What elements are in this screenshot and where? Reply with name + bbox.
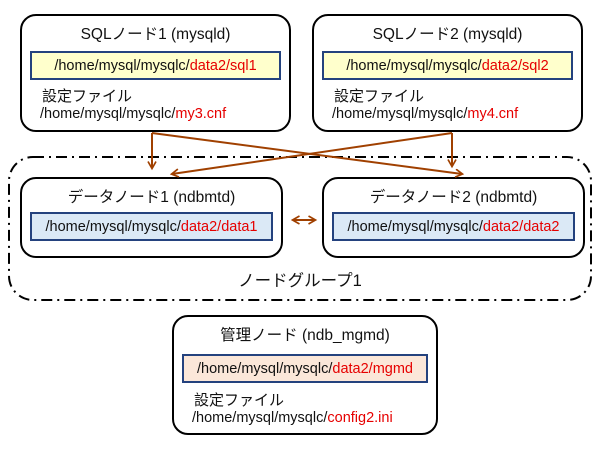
config-highlight: config2.ini — [327, 410, 393, 426]
arrow-sql1-to-data2 — [151, 132, 462, 174]
sql-node-1-title: SQLノード1 (mysqld) — [80, 26, 231, 43]
arrow-sql2-to-data1 — [172, 132, 453, 174]
path-prefix: /home/mysql/mysqlc/ — [347, 218, 483, 235]
sql-node-2-datadir: /home/mysql/mysqlc/data2/sql2 — [322, 51, 573, 80]
path-highlight: data2/sql1 — [189, 57, 257, 74]
config-highlight: my4.cnf — [467, 106, 519, 122]
config-prefix: /home/mysql/mysqlc/ — [40, 106, 176, 122]
data-node-1-datadir: /home/mysql/mysqlc/data2/data1 — [30, 212, 273, 241]
management-node-config-label: 設定ファイル — [194, 392, 285, 409]
config-prefix: /home/mysql/mysqlc/ — [192, 410, 328, 426]
data-node-2: データノード2 (ndbmtd) /home/mysql/mysqlc/data… — [322, 177, 585, 258]
sql-node-1: SQLノード1 (mysqld) /home/mysql/mysqlc/data… — [20, 14, 291, 132]
path-prefix: /home/mysql/mysqlc/ — [54, 57, 190, 74]
management-node-config-path: /home/mysql/mysqlc/config2.ini — [192, 410, 393, 426]
path-highlight: data2/mgmd — [332, 360, 413, 377]
data-node-1-title: データノード1 (ndbmtd) — [67, 189, 236, 206]
config-highlight: my3.cnf — [175, 106, 227, 122]
data-node-2-datadir: /home/mysql/mysqlc/data2/data2 — [332, 212, 575, 241]
path-prefix: /home/mysql/mysqlc/ — [197, 360, 333, 377]
sql-node-2-config-path: /home/mysql/mysqlc/my4.cnf — [332, 106, 518, 122]
path-highlight: data2/data2 — [482, 218, 560, 235]
management-node-title: 管理ノード (ndb_mgmd) — [220, 327, 390, 344]
sql-node-2: SQLノード2 (mysqld) /home/mysql/mysqlc/data… — [312, 14, 583, 132]
sql-node-1-datadir: /home/mysql/mysqlc/data2/sql1 — [30, 51, 281, 80]
node-group-label: ノードグループ1 — [238, 272, 362, 290]
path-prefix: /home/mysql/mysqlc/ — [346, 57, 482, 74]
path-prefix: /home/mysql/mysqlc/ — [45, 218, 181, 235]
path-highlight: data2/sql2 — [481, 57, 549, 74]
sql-node-1-config-label: 設定ファイル — [42, 88, 133, 105]
data-node-1: データノード1 (ndbmtd) /home/mysql/mysqlc/data… — [20, 177, 283, 258]
sql-node-2-config-label: 設定ファイル — [334, 88, 425, 105]
data-node-2-title: データノード2 (ndbmtd) — [369, 189, 538, 206]
path-highlight: data2/data1 — [180, 218, 258, 235]
sql-node-2-title: SQLノード2 (mysqld) — [372, 26, 523, 43]
config-prefix: /home/mysql/mysqlc/ — [332, 106, 468, 122]
management-node: 管理ノード (ndb_mgmd) /home/mysql/mysqlc/data… — [172, 315, 438, 435]
management-node-datadir: /home/mysql/mysqlc/data2/mgmd — [182, 354, 428, 383]
sql-node-1-config-path: /home/mysql/mysqlc/my3.cnf — [40, 106, 226, 122]
